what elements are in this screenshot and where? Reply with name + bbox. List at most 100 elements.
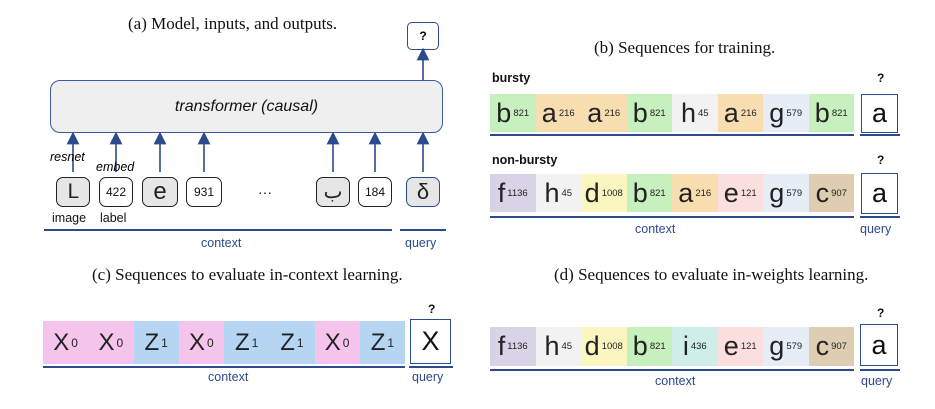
in-weights-cell-glyph: i (682, 331, 689, 361)
bursty-cell-label: 579 (786, 107, 803, 119)
in-context-cell-label: 0 (71, 335, 78, 350)
in-weights-cell-glyph: e (723, 331, 739, 361)
in-context-cell-glyph: Z (370, 328, 386, 356)
bursty-cell-label: 821 (649, 107, 666, 119)
bursty-cell-glyph: b (814, 97, 830, 128)
in-context-cell-label: 0 (342, 335, 350, 350)
in-context-cell-label: 0 (116, 335, 124, 350)
in-weights-cell-label: 1008 (601, 341, 623, 352)
bursty-cell-glyph: h (680, 97, 696, 128)
image-token-3-glyph: ب (323, 181, 343, 203)
context-label-c: context (208, 370, 249, 384)
nonbursty-cell-label: 907 (831, 187, 847, 199)
nonbursty-cell-glyph: a (678, 177, 694, 208)
nonbursty-cell-label: 579 (786, 187, 803, 199)
nonbursty-query-line (860, 216, 900, 218)
in-context-cell-glyph: Z (234, 328, 250, 356)
nonbursty-cell-glyph: f (497, 177, 506, 208)
transformer-block: transformer (causal) (50, 80, 443, 133)
bursty-cell-glyph: a (541, 97, 557, 128)
bursty-cell-label: 216 (604, 107, 621, 119)
bursty-cell-label: 45 (697, 107, 709, 119)
panel-d-query-cell: a (860, 324, 898, 366)
panel-a-caption: (a) Model, inputs, and outputs. (128, 14, 338, 33)
image-token-1: ᒪ (56, 177, 90, 207)
ellipsis: ··· (258, 184, 272, 200)
in-context-cell-glyph: Z (280, 328, 295, 356)
in-context-cell-label: 1 (296, 335, 304, 350)
nonbursty-cell-glyph: h (544, 177, 560, 208)
context-label-a: context (201, 236, 242, 250)
in-weights-cell-glyph: c (815, 331, 830, 361)
bursty-query-line (860, 134, 900, 136)
panel-d-question-mark: ? (877, 306, 885, 320)
context-label-d: context (655, 374, 696, 388)
bursty-cell-label: 216 (740, 107, 757, 119)
nonbursty-cell-label: 45 (561, 187, 573, 199)
bursty-query-cell: a (861, 94, 898, 133)
bursty-cell-glyph: a (587, 97, 603, 128)
in-weights-cell-label: 821 (649, 341, 666, 352)
nonbursty-label: non-bursty (492, 153, 558, 167)
label-token-1-text: 422 (105, 185, 127, 199)
nonbursty-cell-label: 821 (649, 187, 666, 199)
in-context-cell-glyph: X (324, 328, 341, 356)
nonbursty-cell-label: 216 (695, 187, 712, 199)
label-token-2: 931 (186, 177, 222, 207)
label-token-3-text: 184 (364, 185, 386, 199)
in-weights-cell-glyph: g (769, 331, 785, 361)
bursty-cell-glyph: b (496, 97, 512, 128)
bursty-cell-glyph: a (723, 97, 739, 128)
embed-label: embed (96, 160, 135, 174)
bursty-question-mark: ? (877, 71, 885, 85)
bursty-cell-label: 216 (558, 107, 575, 119)
bursty-context-line (490, 134, 854, 136)
panel-c-context-line (43, 366, 405, 368)
in-context-cell-label: 1 (251, 335, 259, 350)
panel-c-query-cell: X (410, 319, 451, 364)
image-token-2: e (142, 177, 178, 207)
query-line-a (400, 229, 446, 231)
panel-d-context-line (490, 369, 854, 371)
in-weights-cell-glyph: h (544, 331, 560, 361)
in-weights-cell-glyph: d (584, 331, 600, 361)
context-label-b: context (635, 222, 676, 236)
nonbursty-cell-label: 1136 (507, 187, 528, 199)
transformer-label: transformer (causal) (174, 97, 319, 115)
panel-c-query-line (409, 366, 453, 368)
nonbursty-cell-label: 121 (740, 187, 757, 199)
panel-c-caption: (c) Sequences to evaluate in-context lea… (92, 265, 403, 284)
image-token-1-glyph: ᒪ (67, 181, 79, 203)
nonbursty-cell-glyph: c (815, 177, 830, 208)
nonbursty-context-line (490, 216, 854, 218)
bursty-cell-label: 821 (513, 107, 530, 119)
image-label: image (52, 211, 87, 225)
in-context-cell-glyph: X (98, 328, 115, 356)
nonbursty-cell-glyph: g (769, 177, 785, 208)
panel-d-caption: (d) Sequences to evaluate in-weights lea… (554, 265, 869, 284)
